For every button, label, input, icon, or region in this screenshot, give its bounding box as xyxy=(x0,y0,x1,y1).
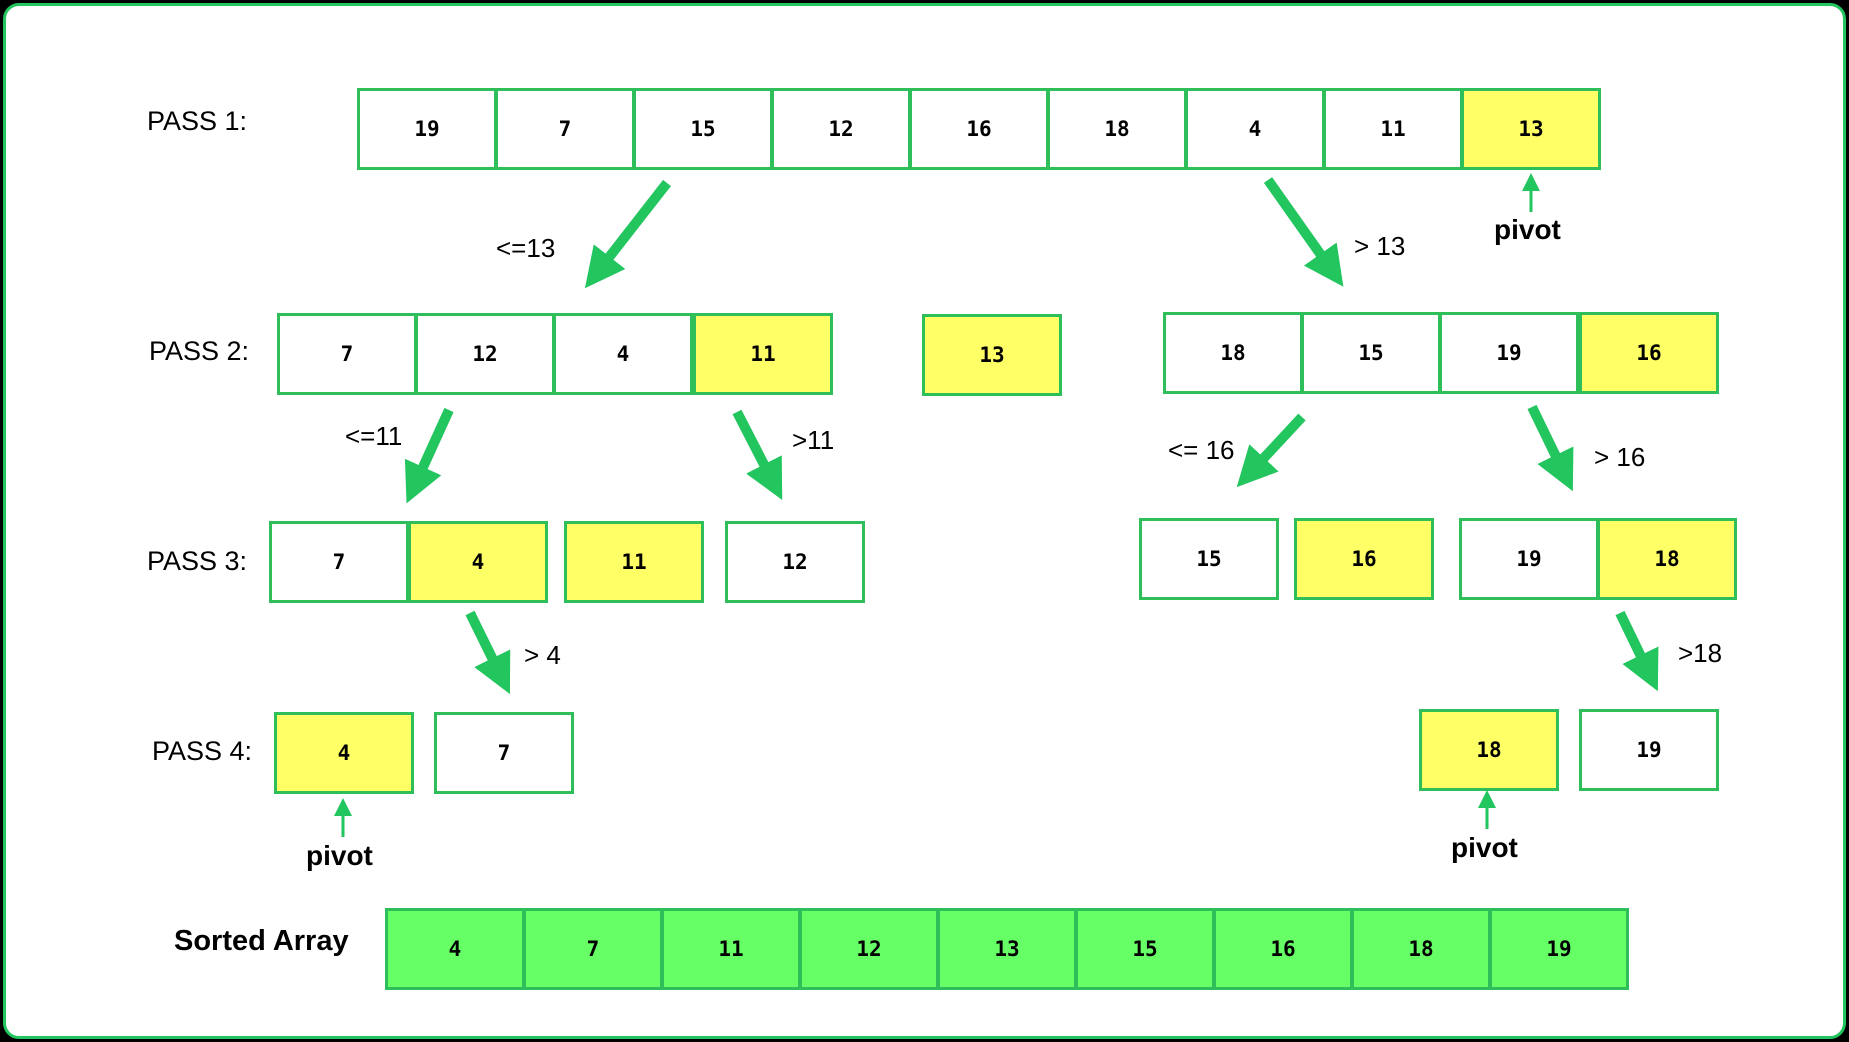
p2-mid-pivot-cell: 13 xyxy=(922,314,1062,396)
edge-label-gt13: > 13 xyxy=(1354,231,1406,261)
arrow-le16 xyxy=(1236,413,1306,488)
p1-cell: 4 xyxy=(1185,88,1325,170)
p1-cell: 16 xyxy=(909,88,1049,170)
edge-label-gt11: >11 xyxy=(792,425,835,455)
p4-cell: 7 xyxy=(434,712,574,794)
p1-cell: 18 xyxy=(1047,88,1187,170)
edge-label-le11: <=11 xyxy=(345,421,403,451)
edge-label-le16: <= 16 xyxy=(1168,435,1235,465)
p3-cell: 7 xyxy=(269,521,409,603)
pivot-label-p4-right: pivot xyxy=(1451,832,1518,863)
arrow-gt16 xyxy=(1527,404,1574,492)
edge-label-gt4: > 4 xyxy=(524,640,561,670)
p1-cell: 11 xyxy=(1323,88,1463,170)
sorted-cell: 15 xyxy=(1075,908,1215,990)
arrow-gt11 xyxy=(732,409,783,501)
p1-cell: 15 xyxy=(633,88,773,170)
pass-1-label: PASS 1: xyxy=(147,106,248,136)
edge-label-gt16: > 16 xyxy=(1594,442,1646,472)
pivot-label-p1: pivot xyxy=(1494,214,1561,245)
p3-cell: 15 xyxy=(1139,518,1279,600)
arrow-gt4 xyxy=(465,610,511,695)
p2-left-cell: 4 xyxy=(553,313,693,395)
edge-label-gt18: >18 xyxy=(1678,638,1723,668)
p4-pivot-cell: 4 xyxy=(274,712,414,794)
p1-cell: 19 xyxy=(357,88,497,170)
pivot-label-p4-left: pivot xyxy=(306,840,373,871)
pass-3-label: PASS 3: xyxy=(147,546,248,576)
p1-pivot-cell: 13 xyxy=(1461,88,1601,170)
p2-right-cell: 19 xyxy=(1439,312,1579,394)
sorted-cell: 7 xyxy=(523,908,663,990)
arrow-gt13 xyxy=(1263,177,1344,287)
p2-left-cell: 12 xyxy=(415,313,555,395)
p3-cell: 12 xyxy=(725,521,865,603)
p4-pivot-cell: 18 xyxy=(1419,709,1559,791)
pass-2-label: PASS 2: xyxy=(149,336,250,366)
p3-pivot-cell: 16 xyxy=(1294,518,1434,600)
p3-pivot-cell: 18 xyxy=(1597,518,1737,600)
p3-pivot-cell: 11 xyxy=(564,521,704,603)
sorted-cell: 13 xyxy=(937,908,1077,990)
p2-right-cell: 15 xyxy=(1301,312,1441,394)
p1-cell: 7 xyxy=(495,88,635,170)
p1-cell: 12 xyxy=(771,88,911,170)
p3-pivot-cell: 4 xyxy=(408,521,548,603)
pass-4-label: PASS 4: xyxy=(152,736,253,766)
p2-left-cell: 7 xyxy=(277,313,417,395)
sorted-array-label: Sorted Array xyxy=(174,925,349,957)
sorted-cell: 4 xyxy=(385,908,525,990)
arrow-le11 xyxy=(404,407,454,504)
sorted-cell: 19 xyxy=(1489,908,1629,990)
p2-right-cell: 18 xyxy=(1163,312,1303,394)
edge-label-le13: <=13 xyxy=(496,233,556,263)
arrow-gt18 xyxy=(1615,610,1659,692)
p4-cell: 19 xyxy=(1579,709,1719,791)
p2-right-pivot-cell: 16 xyxy=(1579,312,1719,394)
arrow-le13 xyxy=(584,179,671,289)
p2-left-pivot-cell: 11 xyxy=(693,313,833,395)
